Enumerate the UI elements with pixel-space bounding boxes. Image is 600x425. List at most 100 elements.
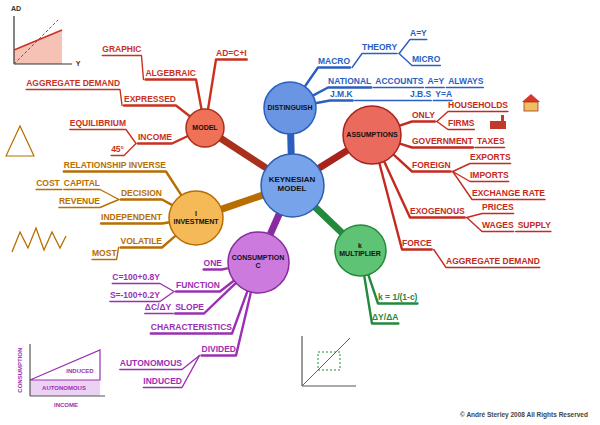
branch-label: THEORY xyxy=(362,43,397,52)
topic-circle: MODEL xyxy=(185,108,225,148)
graph-axis xyxy=(29,344,30,396)
branch-connector xyxy=(271,215,279,233)
node-text-group: CONSUMPTIONC xyxy=(232,254,285,269)
graph-axis xyxy=(302,385,356,386)
graph-axis xyxy=(14,63,72,64)
volatility-zigzag xyxy=(12,228,66,252)
graph-label: INCOME xyxy=(54,402,78,408)
branch-label: C=100+0.8Y xyxy=(112,273,160,282)
node-text-group: kMULTIPLIER xyxy=(339,242,380,257)
branch-label: VOLATILE xyxy=(121,237,162,246)
circle-shape xyxy=(261,154,324,217)
branch-label: AGGREGATE DEMAND xyxy=(26,79,120,88)
branch-label: J.B.S xyxy=(410,90,431,99)
branch-label: ΔC/ΔY xyxy=(145,303,171,312)
branch-connector xyxy=(287,135,294,153)
node-text-group: KEYNESIAN MODEL xyxy=(265,176,319,194)
node-label: C xyxy=(232,262,285,270)
branch-label: 45° xyxy=(111,145,124,154)
branch-line xyxy=(70,130,136,144)
branch-label: MOST xyxy=(92,249,117,258)
branch-line xyxy=(151,292,247,334)
branch-line xyxy=(467,218,514,232)
branch-label: CHARACTERISTICS xyxy=(151,323,232,332)
node-text-group: DISTINGUISH xyxy=(267,104,312,112)
node-label: MODEL xyxy=(192,124,217,132)
branch-label: FIRMS xyxy=(448,119,474,128)
graph-45-line xyxy=(14,20,58,64)
branch-line xyxy=(208,60,247,109)
branch-line xyxy=(204,268,228,269)
branch-label: NATIONAL xyxy=(328,77,371,86)
branch-label: DECISION xyxy=(121,189,162,198)
branch-label: INDUCED xyxy=(143,377,182,386)
branch-label: A=Y xyxy=(410,29,427,38)
circle-shape xyxy=(343,106,401,164)
node-label: k xyxy=(339,242,380,250)
graph-label: CONSUMPTION xyxy=(17,347,23,392)
branch-label: ACCOUNTS xyxy=(375,77,423,86)
branch-label: AGGREGATE DEMAND xyxy=(446,257,540,266)
branch-connector xyxy=(222,139,265,167)
branch-label: ONLY xyxy=(412,111,435,120)
branch-label: MICRO xyxy=(412,55,440,64)
circle-shape xyxy=(186,109,224,147)
node-label: MULTIPLIER xyxy=(339,250,380,258)
branch-label: FOREIGN xyxy=(412,161,451,170)
branch-line xyxy=(434,250,540,268)
node-label: I xyxy=(173,210,218,218)
branch-label: EQUILIBRIUM xyxy=(70,119,126,128)
branch-line xyxy=(400,122,434,126)
branch-line xyxy=(176,281,233,291)
graph-axis xyxy=(13,16,14,64)
branch-label: INCOME xyxy=(138,133,172,142)
node-text-group: ASSUMPTIONS xyxy=(346,131,397,139)
branch-label: PRICES xyxy=(482,203,514,212)
branch-line xyxy=(475,147,505,148)
node-label: ASSUMPTIONS xyxy=(346,131,397,139)
circle-shape xyxy=(264,82,316,134)
branch-label: FORCE xyxy=(402,239,432,248)
branch-label: HOUSEHOLDS xyxy=(448,101,508,110)
node-label: INVESTMENT xyxy=(173,218,218,226)
branch-connector xyxy=(320,151,347,168)
branch-line xyxy=(317,101,353,104)
house-body xyxy=(524,102,538,111)
branch-line xyxy=(368,275,417,303)
central-topic-circle: KEYNESIAN MODEL xyxy=(260,153,325,218)
branch-line xyxy=(26,90,122,106)
branch-label: EXCHANGE RATE xyxy=(472,189,545,198)
node-label: CONSUMPTION xyxy=(232,254,285,262)
branch-connector xyxy=(222,196,261,209)
topic-circle: DISTINGUISH xyxy=(263,81,317,135)
branch-label: CAPITAL xyxy=(64,179,100,188)
branch-label: AUTONOMOUS xyxy=(120,359,182,368)
topic-circle: IINVESTMENT xyxy=(168,190,224,246)
firm-icon xyxy=(490,115,506,129)
graph-axis xyxy=(30,395,105,396)
branch-line xyxy=(425,87,444,88)
branch-line xyxy=(355,100,432,101)
branch-label: TAXES xyxy=(477,137,505,146)
circle-shape xyxy=(335,225,386,276)
branch-line xyxy=(101,222,168,223)
house-icon xyxy=(522,94,540,111)
aggregate-demand-graph xyxy=(14,16,72,64)
branch-line xyxy=(92,248,119,260)
branch-line xyxy=(120,356,200,370)
branch-label: SLOPE xyxy=(175,303,204,312)
branch-label: k = 1/(1-c) xyxy=(378,293,417,302)
branch-label: ALWAYS xyxy=(448,77,483,86)
branch-label: FUNCTION xyxy=(176,281,220,290)
branch-line xyxy=(394,155,451,171)
branch-label: REVENUE xyxy=(59,197,100,206)
graph-45-line xyxy=(302,338,350,386)
graph-axis xyxy=(301,336,302,386)
factory-body xyxy=(490,121,506,129)
branch-line xyxy=(111,144,136,156)
graph-label: © André Sterley 2008 All Rights Reserved xyxy=(460,412,588,419)
branch-line xyxy=(453,172,509,182)
topic-circle: kMULTIPLIER xyxy=(334,224,387,277)
branch-label: ALGEBRAIC xyxy=(145,69,196,78)
